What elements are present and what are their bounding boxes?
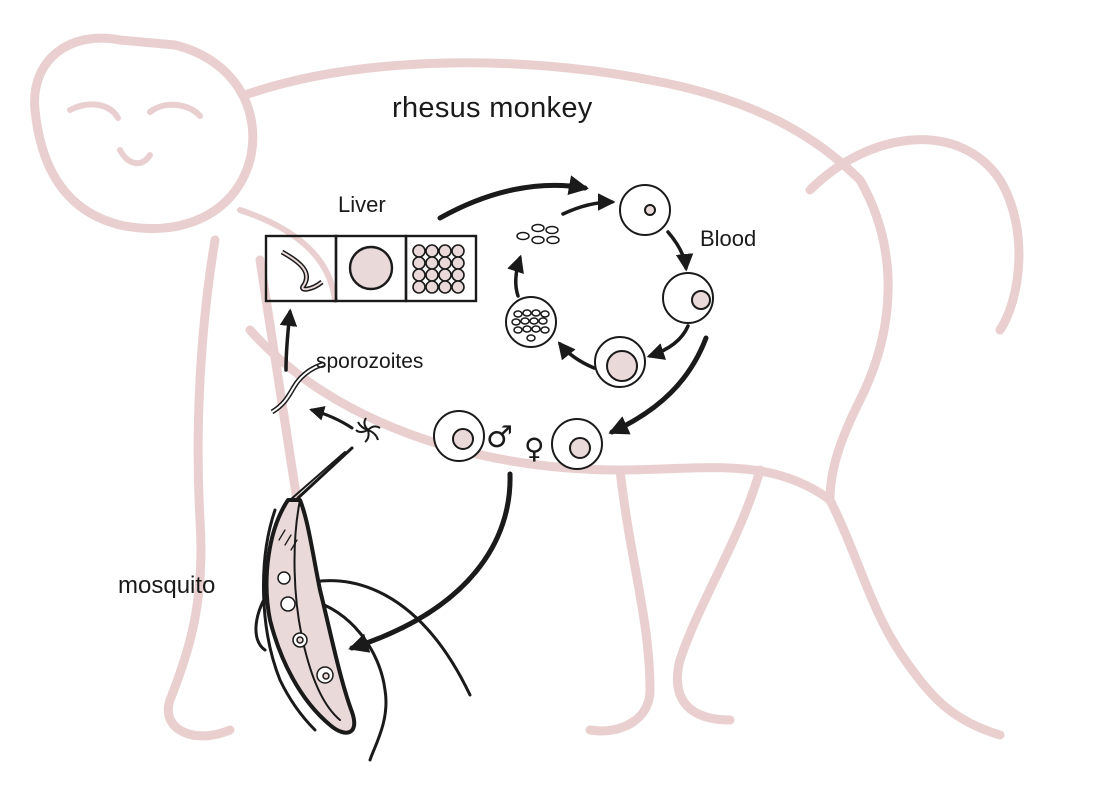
sporozoites-label: sporozoites (316, 350, 423, 374)
arrow-injection-to-sporozoite (312, 410, 352, 428)
arrow-ring-to-troph (668, 232, 686, 268)
liver-stage-boxes (266, 236, 476, 301)
diagram-title: rhesus monkey (392, 92, 593, 125)
blood-cycle (506, 185, 713, 387)
liver-label: Liver (338, 192, 386, 218)
blood-label: Blood (700, 226, 756, 252)
arrow-late-to-schizont (560, 344, 594, 368)
arrow-troph-to-late (650, 326, 688, 356)
female-symbol-icon: ♀ (524, 432, 545, 465)
arrow-gametocytes-to-mosquito (352, 474, 510, 648)
liver-trophozoite-cell (350, 247, 392, 289)
arrow-merozoites-to-ring (563, 202, 612, 214)
arrow-schizont-to-merozoites (516, 258, 520, 296)
mosquito-label: mosquito (118, 572, 215, 600)
monkey-silhouette (35, 38, 1019, 736)
liver-schizont-merozoites (413, 245, 464, 293)
lifecycle-arrows (286, 185, 706, 648)
free-merozoites (517, 225, 559, 244)
male-symbol-icon: ♂ (486, 420, 513, 455)
